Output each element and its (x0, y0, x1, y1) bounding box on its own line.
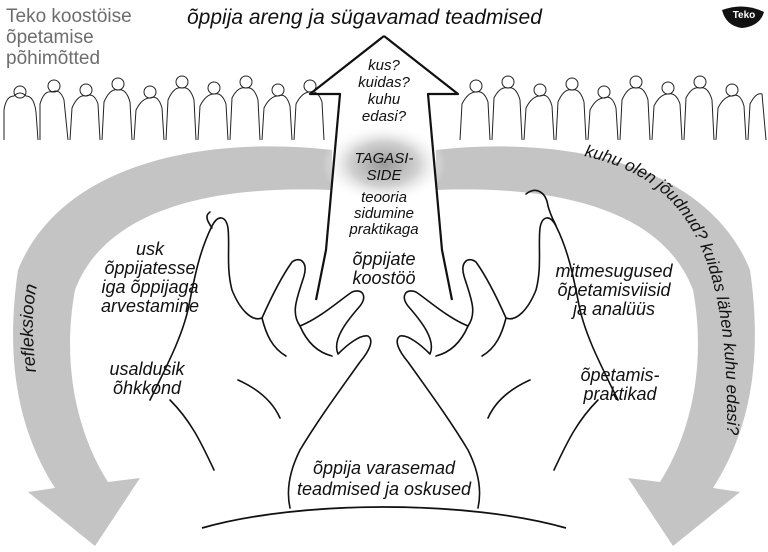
teko-logo-badge (722, 6, 764, 28)
methods-line: õpetamisviisid (557, 280, 671, 300)
left-reflection-arc (13, 146, 332, 546)
cooperation-line: õppijate (352, 249, 416, 269)
feedback-label: TAGASI- SIDE (340, 150, 428, 184)
theory-line: praktikaga (349, 221, 419, 238)
practices-line: praktikad (583, 384, 657, 404)
atmosphere-line: usaldusik (109, 359, 185, 379)
prior-knowledge-line: teadmised ja oskused (296, 479, 472, 499)
trust-line: usk (135, 239, 164, 259)
cooperation-label: õppijate koostöö (332, 250, 436, 288)
right-hand-illustration (396, 189, 619, 509)
title-line: õpetamise (6, 27, 94, 48)
arrow-question-line: kuidas? (358, 74, 410, 91)
theory-practice-label: teooria sidumine praktikaga (332, 190, 436, 238)
arrow-question-line: kuhu (367, 91, 401, 108)
theory-line: sidumine (353, 205, 415, 222)
arrow-question-line: edasi? (361, 108, 407, 125)
prior-knowledge-label: õppija varasemad teadmised ja oskused (240, 458, 528, 500)
title-line: põhimõtted (6, 48, 101, 69)
right-reflection-arc (436, 146, 755, 546)
practices-line: õpetamis- (580, 365, 660, 385)
methods-line: mitmesugused (555, 261, 673, 281)
trust-label: usk õppijatesse iga õppijaga arvestamine (98, 240, 202, 316)
arrow-questions: kus? kuidas? kuhu edasi? (340, 57, 428, 125)
trust-line: õppijatesse (104, 258, 196, 278)
feedback-glow (322, 124, 446, 204)
feedback-line: SIDE (366, 167, 402, 184)
feedback-line: TAGASI- (354, 150, 414, 167)
practices-label: õpetamis- praktikad (560, 366, 680, 404)
atmosphere-line: õhkkond (112, 378, 182, 398)
page-title: Teko koostöise õpetamise põhimõtted (6, 6, 132, 69)
crowd-heads (13, 75, 739, 99)
atmosphere-label: usaldusik õhkkond (92, 360, 202, 398)
prior-knowledge-line: õppija varasemad (312, 458, 456, 478)
left-hand-illustration (149, 211, 372, 509)
title-line: Teko koostöise (6, 6, 132, 27)
cooperation-line: koostöö (352, 268, 416, 288)
methods-label: mitmesugused õpetamisviisid ja analüüs (534, 262, 694, 319)
arrow-question-line: kus? (368, 57, 400, 74)
central-growth-arrow (308, 35, 460, 301)
trust-line: arvestamine (100, 296, 200, 316)
theory-line: teooria (361, 189, 407, 206)
teko-logo-text: Teko (732, 10, 756, 21)
base-curve (201, 506, 567, 529)
methods-line: ja analüüs (572, 299, 656, 319)
top-goal-label: õppija areng ja sügavamad teadmised (187, 6, 542, 29)
trust-line: iga õppijaga (101, 277, 199, 297)
